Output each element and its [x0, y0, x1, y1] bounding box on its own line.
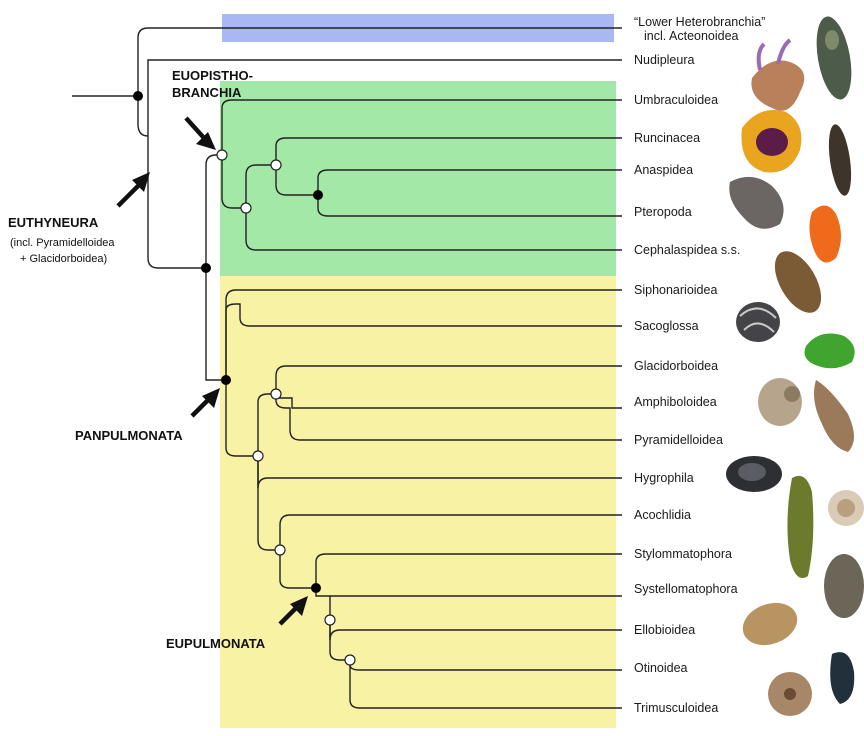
- red-pteropod-photo: [809, 205, 841, 262]
- euopisthobranchia-label-1: EUOPISTHO-: [172, 68, 253, 83]
- euthyneura-note-2: + Glacidorboidea): [20, 253, 107, 265]
- node-runcinacea-clade: [271, 160, 281, 170]
- taxon-label: Glacidorboidea: [634, 359, 718, 373]
- euthyneura-arrow: [118, 184, 140, 206]
- taxon-label: “Lower Heterobranchia”: [634, 15, 765, 29]
- taxon-label: Runcinacea: [634, 131, 700, 145]
- onchidiid-photo: [824, 554, 864, 618]
- planorbid-snail-photo: [726, 456, 782, 492]
- limpet-photo: [736, 302, 780, 342]
- node-panpulmonata-inner: [253, 451, 263, 461]
- node-glacidorboidea-clade: [271, 389, 281, 399]
- node-euthyneura: [201, 263, 211, 273]
- sea-slug-photo: [751, 40, 804, 111]
- sea-hare-photo: [729, 177, 783, 229]
- node-ellobioidea-clade: [325, 615, 335, 625]
- node-euopisthobranchia: [217, 150, 227, 160]
- semi-slug-photo: [787, 476, 813, 578]
- white-snail-photo: [828, 490, 864, 526]
- taxon-label: Siphonarioidea: [634, 283, 717, 297]
- euthyneura-note-1: (incl. Pyramidelloidea: [10, 237, 115, 249]
- node-otinoidea-clade: [345, 655, 355, 665]
- node-euopistho-inner: [241, 203, 251, 213]
- node-acochlidia-clade: [275, 545, 285, 555]
- euthyneura-label: EUTHYNEURA: [8, 215, 99, 230]
- taxon-label: Nudipleura: [634, 53, 695, 67]
- shelled-snail-photo: [811, 14, 857, 102]
- taxon-label: Pteropoda: [634, 205, 692, 219]
- ellobiid-snail-photo: [737, 596, 803, 653]
- taxon-label: Otinoidea: [634, 661, 688, 675]
- panpulmonata-region: [220, 276, 616, 728]
- taxon-label: Ellobioidea: [634, 623, 695, 637]
- euopisthobranchia-label-2: BRANCHIA: [172, 85, 242, 100]
- taxon-label: Acochlidia: [634, 508, 691, 522]
- node-heterobranchia: [133, 91, 143, 101]
- otina-snail-photo: [830, 652, 854, 704]
- taxon-label: Systellomatophora: [634, 582, 738, 596]
- taxon-label: Stylommatophora: [634, 547, 732, 561]
- taxon-label: Cephalaspidea s.s.: [634, 243, 740, 257]
- orange-slug-photo: [741, 110, 801, 173]
- eupulmonata-label: EUPULMONATA: [166, 636, 266, 651]
- panpulmonata-arrow: [192, 400, 208, 416]
- node-eupulmonata: [311, 583, 321, 593]
- node-anaspidea-pteropoda: [313, 190, 323, 200]
- euopisthobranchia-region: [220, 81, 616, 276]
- taxon-label: Pyramidelloidea: [634, 433, 723, 447]
- taxon-label: incl. Acteonoidea: [644, 29, 739, 43]
- taxon-label: Trimusculoidea: [634, 701, 718, 715]
- taxon-labels: “Lower Heterobranchia” incl. Acteonoidea…: [634, 15, 765, 715]
- taxon-label: Sacoglossa: [634, 319, 699, 333]
- taxon-label: Amphiboloidea: [634, 395, 717, 409]
- brown-sea-hare-photo: [814, 380, 854, 452]
- taxon-label: Anaspidea: [634, 163, 693, 177]
- node-panpulmonata: [221, 375, 231, 385]
- taxon-label: Umbraculoidea: [634, 93, 718, 107]
- spiral-snail-photo: [758, 378, 802, 426]
- panpulmonata-label: PANPULMONATA: [75, 428, 183, 443]
- dark-slug-photo: [825, 123, 855, 197]
- taxon-label: Hygrophila: [634, 471, 694, 485]
- organism-photos: [726, 14, 864, 716]
- euopisthobranchia-arrow: [186, 118, 204, 138]
- green-sacoglossan-photo: [805, 334, 855, 369]
- trimusculus-limpet-photo: [768, 672, 812, 716]
